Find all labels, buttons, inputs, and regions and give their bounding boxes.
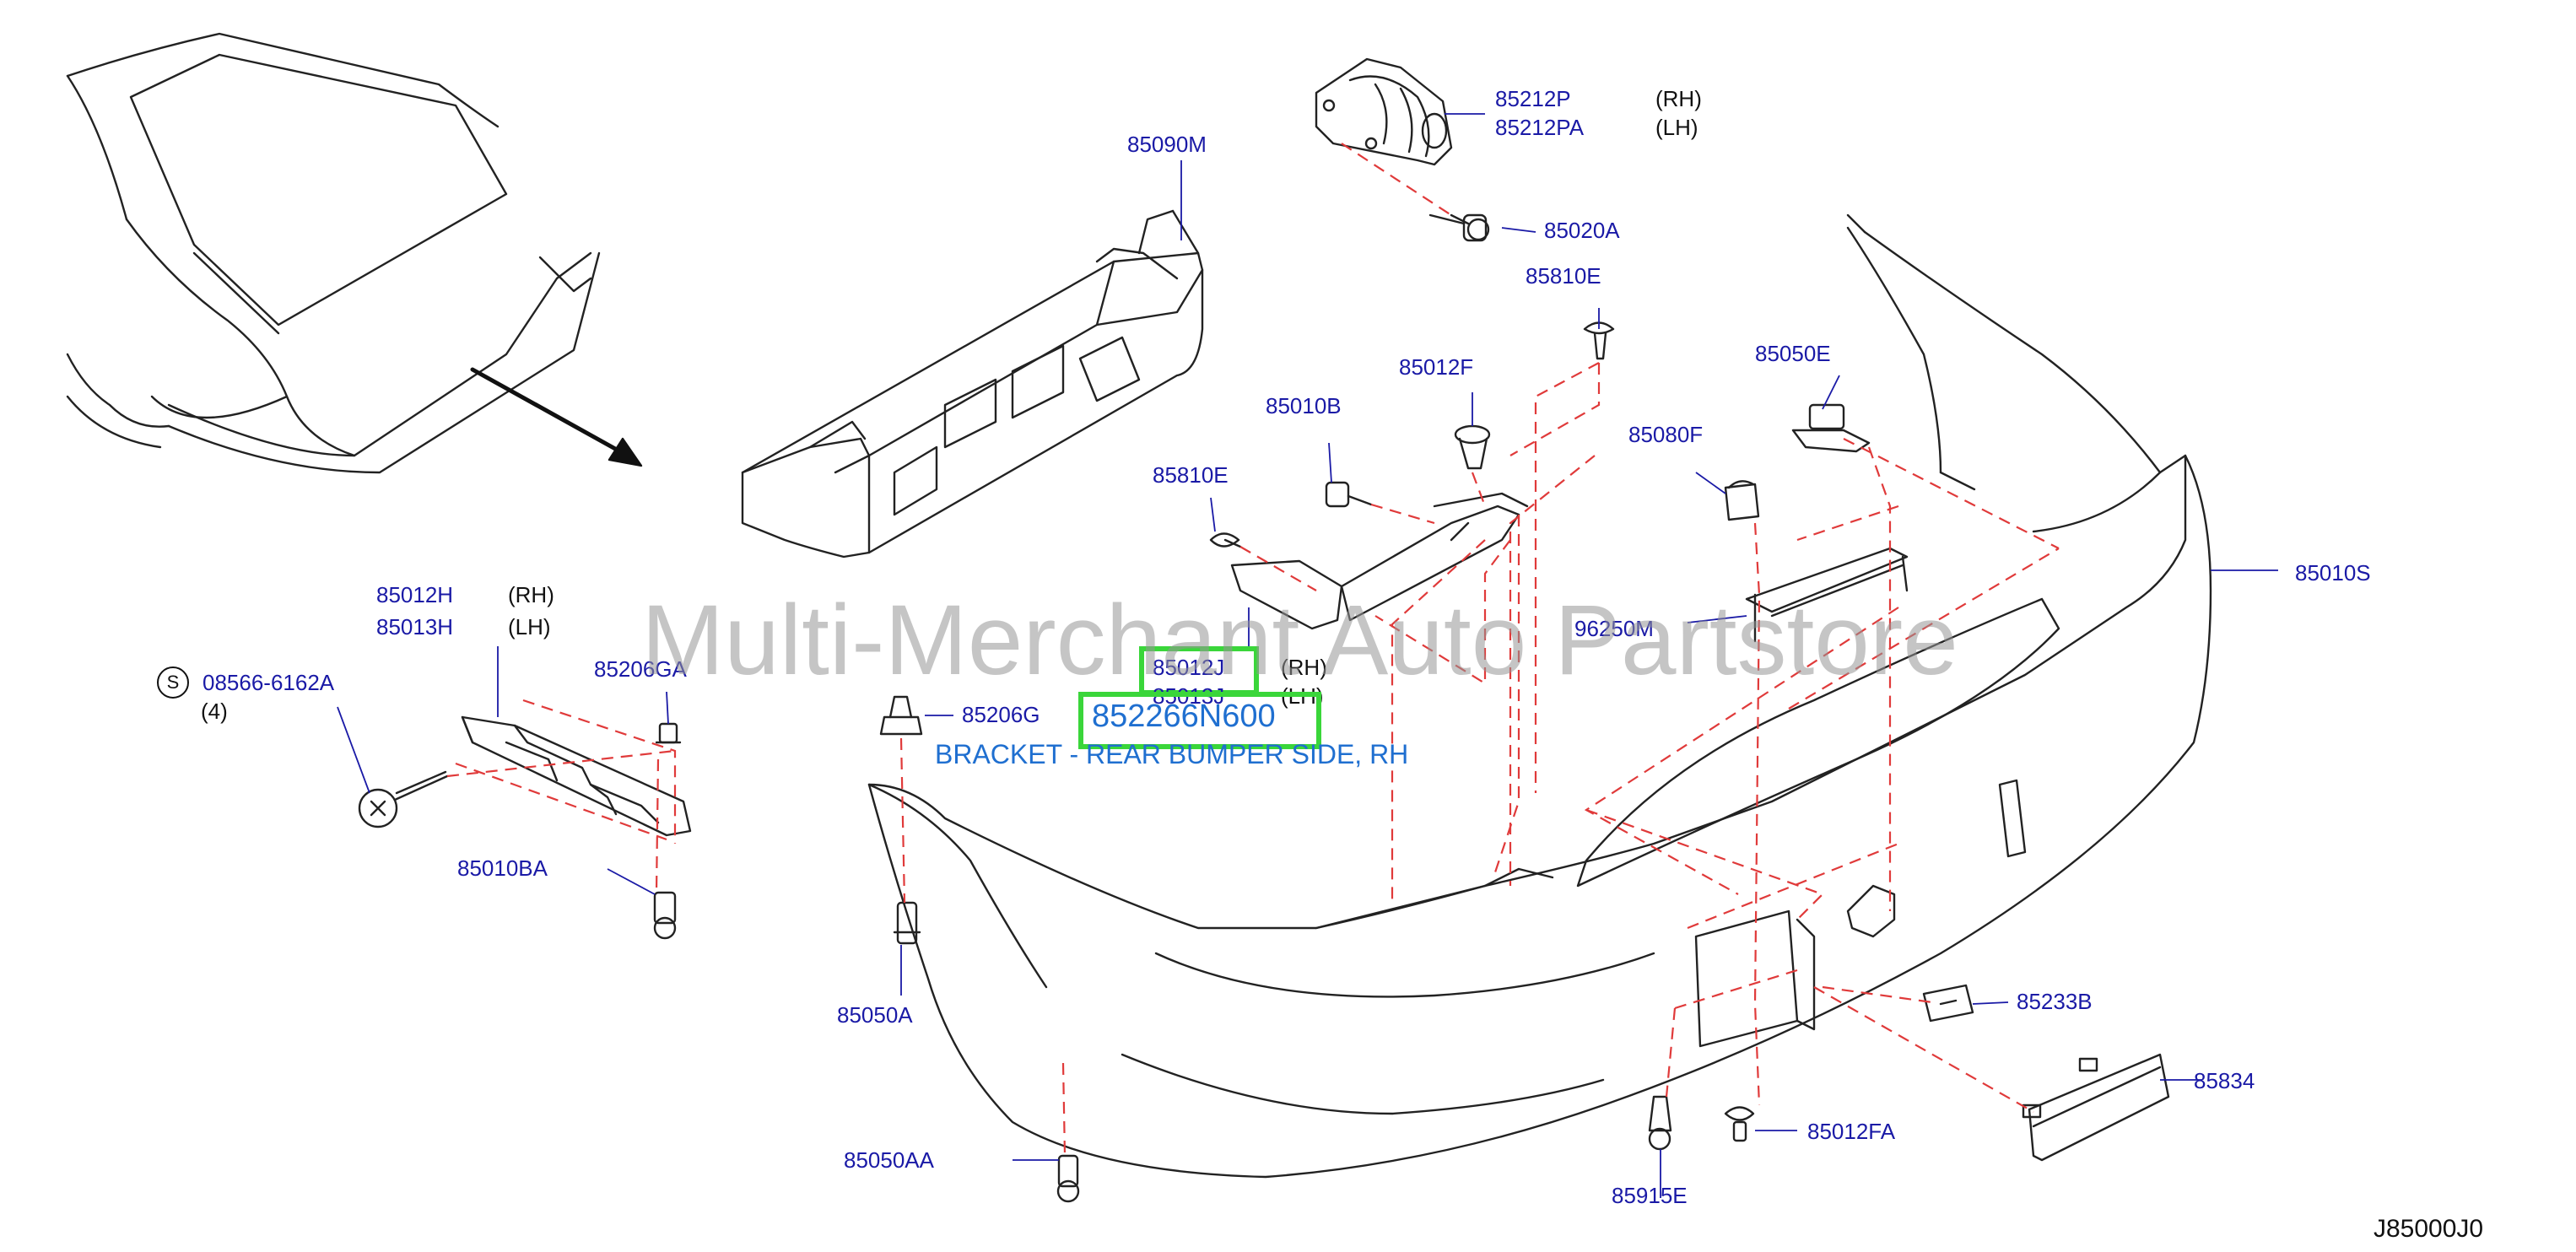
callout-85233B[interactable]: 85233B [2017, 989, 2093, 1014]
callout-85212P[interactable]: 85212P [1495, 86, 1571, 111]
callout-85915E[interactable]: 85915E [1612, 1183, 1688, 1208]
clip-85050E [1791, 403, 1871, 453]
clip-85810E-top [1583, 321, 1615, 360]
callout-85212PA[interactable]: 85212PA [1495, 115, 1585, 140]
callout-85050A[interactable]: 85050A [837, 1002, 913, 1028]
reflector-85834 [2022, 1053, 2170, 1162]
bolt-85050A [893, 901, 921, 945]
callout-85212PA-side: (LH) [1655, 115, 1698, 140]
bolt-85020A [1428, 213, 1490, 242]
bumper-fascia-85010S [867, 213, 2212, 1179]
fastener-85915E [1648, 1095, 1672, 1151]
car-rear-thumbnail [66, 32, 601, 474]
callout-85010BA[interactable]: 85010BA [457, 855, 548, 881]
callout-85810E-top[interactable]: 85810E [1526, 263, 1601, 289]
retainer-85212P [1315, 57, 1453, 166]
light-85233B [1922, 984, 1974, 1023]
callout-85012FA[interactable]: 85012FA [1807, 1119, 1896, 1144]
callout-85012F[interactable]: 85012F [1399, 354, 1474, 380]
energy-absorber-85090M [741, 209, 1204, 559]
guide-lines [446, 143, 2060, 1157]
callout-85012J[interactable]: 85012J [1153, 655, 1225, 680]
callout-85212P-side: (RH) [1655, 86, 1702, 111]
clip-85206G [879, 695, 923, 736]
clip-85810E-left [1209, 532, 1242, 548]
bracket-85012H [461, 715, 692, 837]
highlight-selected-part [1078, 692, 1321, 749]
callout-85080F[interactable]: 85080F [1628, 422, 1704, 447]
s-symbol: S [157, 666, 189, 699]
selected-part-number[interactable]: 852266N600 [1092, 699, 1276, 734]
stopper-85080F [1724, 480, 1760, 521]
reference-code: J85000J0 [2373, 1215, 2484, 1243]
quantity-08566: (4) [201, 699, 228, 724]
screw-08566-6162A [358, 770, 449, 828]
clip-85012FA [1724, 1106, 1755, 1142]
callout-85206G[interactable]: 85206G [962, 702, 1040, 727]
clip-85206GA [655, 722, 682, 744]
leader-lines [337, 113, 2278, 1198]
callout-85013H[interactable]: 85013H [376, 614, 454, 639]
callout-85013H-side: (LH) [508, 614, 551, 639]
callout-85010B[interactable]: 85010B [1266, 393, 1342, 418]
callout-85206GA[interactable]: 85206GA [594, 656, 687, 682]
clip-85012F [1454, 424, 1491, 470]
watermark: Multi-Merchant Auto Partstore [641, 585, 1958, 696]
selected-part-description: BRACKET - REAR BUMPER SIDE, RH [935, 739, 1409, 769]
bracket-96250M [1745, 547, 1909, 643]
callout-85020A[interactable]: 85020A [1544, 218, 1620, 243]
bolt-85010BA [653, 891, 677, 940]
callout-85012H-side: (RH) [508, 582, 554, 607]
bolt-85010B [1325, 481, 1373, 508]
callout-08566-6162A[interactable]: 08566-6162A [203, 670, 335, 695]
callout-85012J-side: (RH) [1281, 655, 1327, 680]
bolt-85050AA [1056, 1154, 1080, 1203]
callout-85012H[interactable]: 85012H [376, 582, 454, 607]
callout-85090M[interactable]: 85090M [1127, 132, 1207, 157]
callout-85810E-left[interactable]: 85810E [1153, 462, 1229, 488]
callout-85834[interactable]: 85834 [2194, 1068, 2255, 1093]
callout-85010S[interactable]: 85010S [2295, 560, 2371, 586]
callout-85050AA[interactable]: 85050AA [844, 1147, 934, 1173]
callout-96250M[interactable]: 96250M [1574, 616, 1654, 641]
callout-85050E[interactable]: 85050E [1755, 341, 1831, 366]
